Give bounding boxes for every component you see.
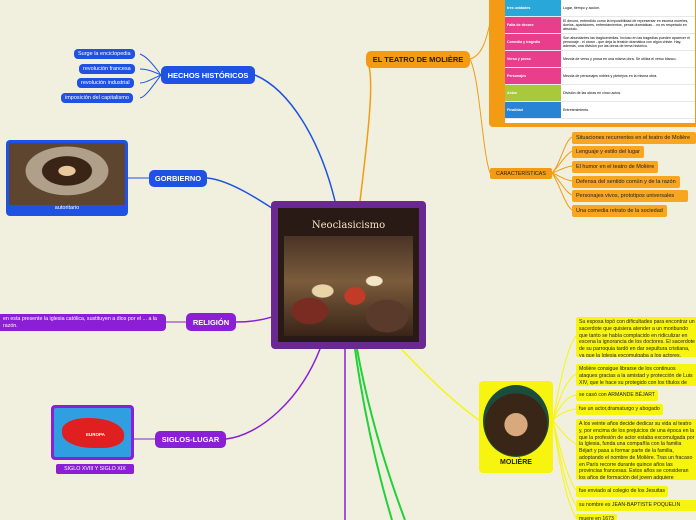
hechos-item[interactable]: imposición del capitalismo	[61, 93, 133, 103]
moliere-item[interactable]: Molière consigue librarse de los continu…	[576, 364, 696, 386]
moliere-item[interactable]: fue un actor,dramaturgo y abogado	[576, 404, 663, 415]
caracteristicas-topic[interactable]: CARACTERÍSTICAS	[490, 168, 552, 179]
hechos-item[interactable]: revolución francesa	[79, 64, 135, 74]
hechos-historicos-topic[interactable]: HECHOS HISTÓRICOS	[161, 66, 255, 84]
teatro-row-value: El decoro, entendido como la imposibilid…	[561, 16, 695, 34]
teatro-row-key: Personajes	[505, 67, 561, 85]
caracteristica-item[interactable]: Personajes vivos, prototipos universales	[572, 190, 688, 202]
map-label: EUROPA	[86, 432, 105, 437]
moliere-item[interactable]: su nombre es JEAN-BAPTISTE POQUELIN	[576, 500, 696, 511]
caracteristica-item[interactable]: Situaciones recurrentes en el teatro de …	[572, 132, 696, 144]
moliere-topic[interactable]: MOLIÈRE	[479, 381, 553, 473]
central-title: Neoclasicismo	[311, 220, 386, 231]
teatro-row-value: Son abundantes las tragicomedias. Inclus…	[561, 33, 695, 51]
caracteristica-item[interactable]: Lenguaje y estilo del lugar	[572, 146, 644, 158]
teatro-row-value: Mezcla de personajes nobles y plebeyos e…	[561, 67, 695, 85]
religion-topic[interactable]: RELIGIÓN	[186, 313, 236, 331]
caracteristica-item[interactable]: Una comedia retrato de la sociedad	[572, 205, 667, 217]
religion-text[interactable]: en esta presente la iglesia católica, su…	[0, 314, 166, 331]
central-image: Neoclasicismo	[278, 208, 419, 342]
caracteristica-item[interactable]: El humor en el teatro de Molière	[572, 161, 659, 173]
teatro-row-value: Entretenimiento.	[561, 101, 695, 119]
hechos-item[interactable]: revolución industrial	[77, 78, 134, 88]
moliere-item[interactable]: A los veinte años decide dedicar su vida…	[576, 419, 696, 480]
moliere-item[interactable]: Su esposa topó con dificultades para enc…	[576, 317, 696, 357]
siglos-caption: SIGLO XVIII Y SIGLO XIX	[56, 464, 134, 474]
europe-map-card[interactable]: EUROPA	[51, 405, 134, 460]
teatro-row-key: tres unidades	[505, 0, 561, 17]
teatro-row-key: Finalidad	[505, 101, 561, 119]
teatro-row-key: Actos	[505, 84, 561, 102]
central-topic[interactable]: Neoclasicismo	[271, 201, 426, 349]
moliere-item[interactable]: se casó con ARMANDE BÉJART	[576, 390, 659, 401]
teatro-row-value: Mezcla de verso y prosa en una misma obr…	[561, 50, 695, 68]
teatro-row-key: Comedia y tragedia	[505, 33, 561, 51]
gorbierno-caption: autoritario	[54, 205, 80, 211]
teatro-row-key: Falta de decoro	[505, 16, 561, 34]
teatro-row-key: Verso y prosa	[505, 50, 561, 68]
caracteristica-item[interactable]: Defensa del sentido común y de la razón	[572, 176, 680, 188]
teatro-row-value: División de las obras en cinco actos.	[561, 84, 695, 102]
europe-map: EUROPA	[54, 408, 131, 457]
moliere-title: MOLIÈRE	[500, 459, 532, 466]
teatro-moliere-topic[interactable]: EL TEATRO DE MOLIÈRE	[366, 51, 470, 68]
king-portrait	[9, 143, 125, 205]
coronation-painting	[284, 236, 413, 336]
moliere-portrait	[483, 385, 549, 457]
hechos-item[interactable]: Surge la enciclopedia	[74, 49, 135, 59]
teatro-row-value: Lugar, tiempo y acción.	[561, 0, 695, 17]
gorbierno-topic[interactable]: GORBIERNO	[149, 170, 207, 187]
siglos-lugar-topic[interactable]: SIGLOS-LUGAR	[155, 431, 226, 448]
gorbierno-image-card[interactable]: autoritario	[6, 140, 128, 216]
moliere-item[interactable]: muere en 1673	[576, 514, 617, 520]
moliere-item[interactable]: fue enviado al colegio de los Jesuitas	[576, 486, 668, 497]
